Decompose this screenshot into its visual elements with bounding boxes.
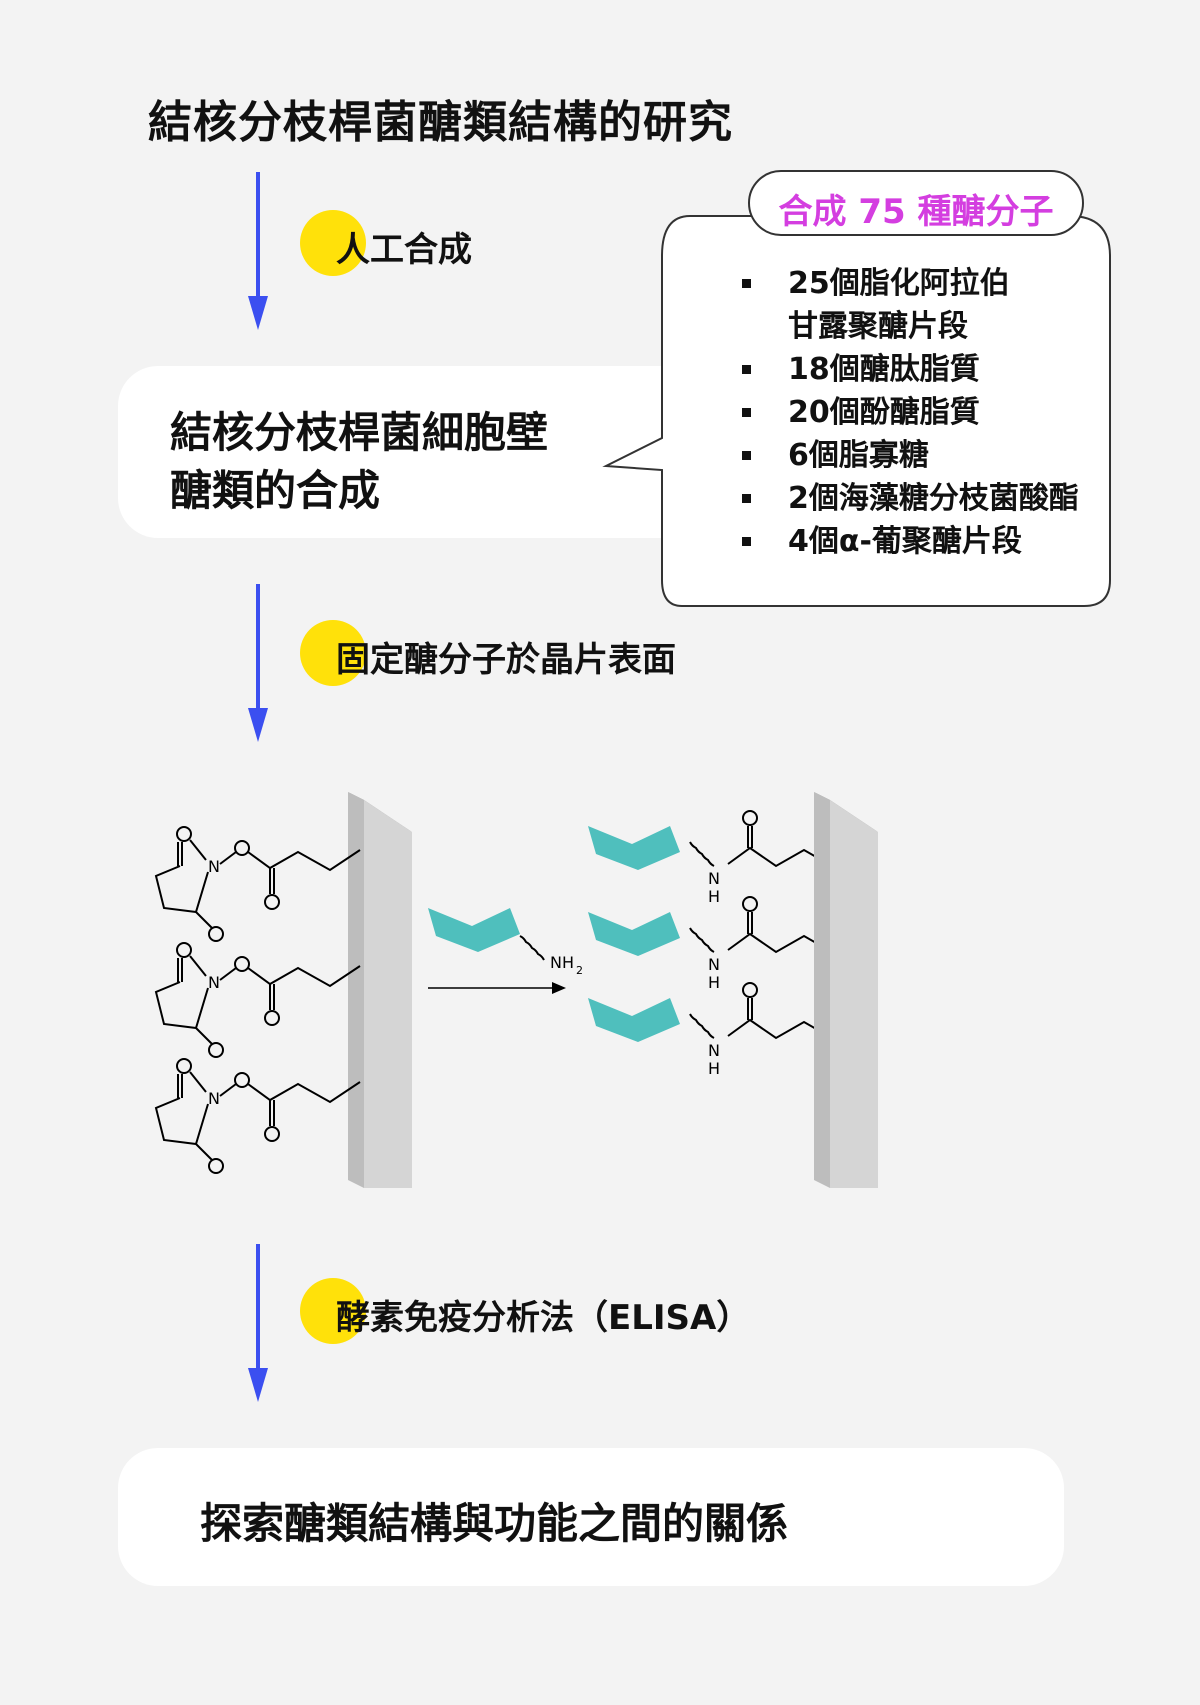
svg-text:H: H — [708, 1059, 720, 1078]
svg-text:H: H — [708, 887, 720, 906]
callout-title: 合成 75 種醣分子 — [778, 192, 1054, 232]
synthesis-line-2: 醣類的合成 — [170, 466, 381, 515]
bullet-icon — [742, 365, 751, 374]
amine-sugar: NH 2 — [428, 908, 583, 977]
step-marker-dot — [300, 1278, 366, 1344]
flow-arrow-2 — [238, 584, 278, 742]
bullet-icon — [742, 408, 751, 417]
flow-arrow-3 — [238, 1244, 278, 1402]
step-label: 人工合成 — [336, 230, 472, 270]
chip-left — [348, 792, 412, 1188]
list-item: 6個脂寡糖 — [742, 434, 1079, 477]
step-label: 固定醣分子於晶片表面 — [336, 640, 676, 680]
step-marker-dot — [300, 620, 366, 686]
bullet-icon — [742, 537, 751, 546]
nhs-ester-1: N — [155, 826, 361, 942]
synthesis-box: 結核分枝桿菌細胞壁 醣類的合成 — [118, 366, 728, 538]
callout-outline — [602, 215, 1111, 607]
synthesis-line-1: 結核分枝桿菌細胞壁 — [170, 408, 549, 457]
immobilized-sugar-3: N H — [588, 982, 833, 1078]
callout-title-pill: 合成 75 種醣分子 — [748, 170, 1084, 236]
chip-right — [814, 792, 878, 1188]
svg-text:N: N — [708, 869, 720, 888]
flow-arrow-1 — [238, 172, 278, 330]
nhs-ester-2: N — [155, 942, 361, 1058]
svg-text:N: N — [708, 1041, 720, 1060]
step-marker-dot — [300, 210, 366, 276]
svg-text:NH: NH — [550, 953, 574, 972]
step-label: 酵素免疫分析法（ELISA） — [336, 1298, 751, 1338]
list-item: 20個酚醣脂質 — [742, 391, 1079, 434]
bullet-icon — [742, 451, 751, 460]
reaction-arrow — [428, 982, 566, 994]
svg-text:2: 2 — [576, 964, 583, 977]
page-title: 結核分枝桿菌醣類結構的研究 — [148, 97, 733, 148]
list-item: 4個α-葡聚醣片段 — [742, 520, 1079, 563]
nhs-ester-3: N — [155, 1058, 361, 1174]
svg-text:H: H — [708, 973, 720, 992]
list-item: 18個醣肽脂質 — [742, 348, 1079, 391]
svg-text:N: N — [208, 857, 220, 876]
immobilized-sugar-2: N H — [588, 896, 833, 992]
bullet-icon — [742, 494, 751, 503]
molecule-list: 25個脂化阿拉伯 甘露聚醣片段 18個醣肽脂質 20個酚醣脂質 6個脂寡糖 2個… — [742, 262, 1079, 563]
conclusion-text: 探索醣類結構與功能之間的關係 — [200, 1499, 789, 1548]
svg-text:N: N — [708, 955, 720, 974]
svg-text:N: N — [208, 1089, 220, 1108]
chip-immobilization-diagram: N N N NH 2 N H N H N H — [155, 792, 878, 1188]
list-item: 2個海藻糖分枝菌酸酯 — [742, 477, 1079, 520]
conclusion-box: 探索醣類結構與功能之間的關係 — [118, 1448, 1064, 1586]
list-item: 25個脂化阿拉伯 甘露聚醣片段 — [742, 262, 1079, 348]
bullet-icon — [742, 279, 751, 288]
callout-bubble — [600, 168, 1120, 620]
immobilized-sugar-1: N H — [588, 810, 833, 906]
svg-text:N: N — [208, 973, 220, 992]
